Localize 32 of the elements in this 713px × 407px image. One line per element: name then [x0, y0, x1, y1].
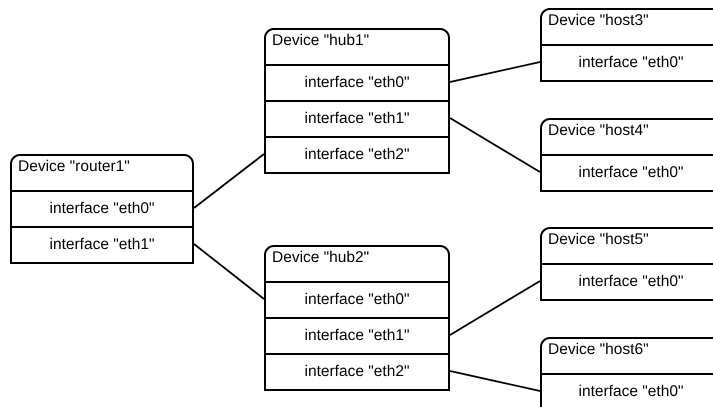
device-title: Device "hub2"	[272, 249, 370, 267]
device-title: Device "host3"	[548, 12, 649, 30]
device-title: Device "host5"	[548, 231, 649, 249]
interface-label: interface "eth1"	[50, 236, 154, 254]
device-box	[264, 28, 450, 174]
device-title: Device "host4"	[548, 122, 649, 140]
interface-label: interface "eth1"	[304, 110, 410, 128]
device-box	[10, 154, 194, 264]
connector-line	[450, 61, 540, 83]
device-box	[540, 8, 713, 82]
interface-label: interface "eth0"	[578, 383, 684, 401]
connector-line	[450, 280, 540, 336]
device-box	[264, 245, 450, 391]
device-box	[540, 227, 713, 301]
interface-label: interface "eth0"	[578, 273, 684, 291]
interface-label: interface "eth0"	[578, 54, 684, 72]
interface-label: interface "eth2"	[304, 146, 410, 164]
device-title: Device "host6"	[548, 341, 649, 359]
connector-line	[193, 153, 265, 209]
interface-label: interface "eth1"	[304, 327, 410, 345]
interface-label: interface "eth2"	[304, 363, 410, 381]
device-title: Device "hub1"	[272, 32, 370, 50]
interface-label: interface "eth0"	[304, 74, 410, 92]
connector-line	[450, 370, 540, 392]
device-title: Device "router1"	[18, 158, 130, 176]
interface-label: interface "eth0"	[578, 164, 684, 182]
device-box	[540, 337, 713, 407]
interface-label: interface "eth0"	[304, 291, 410, 309]
interface-label: interface "eth0"	[50, 200, 154, 218]
connector-line	[450, 117, 540, 173]
connector-line	[193, 243, 265, 300]
device-box	[540, 118, 713, 192]
